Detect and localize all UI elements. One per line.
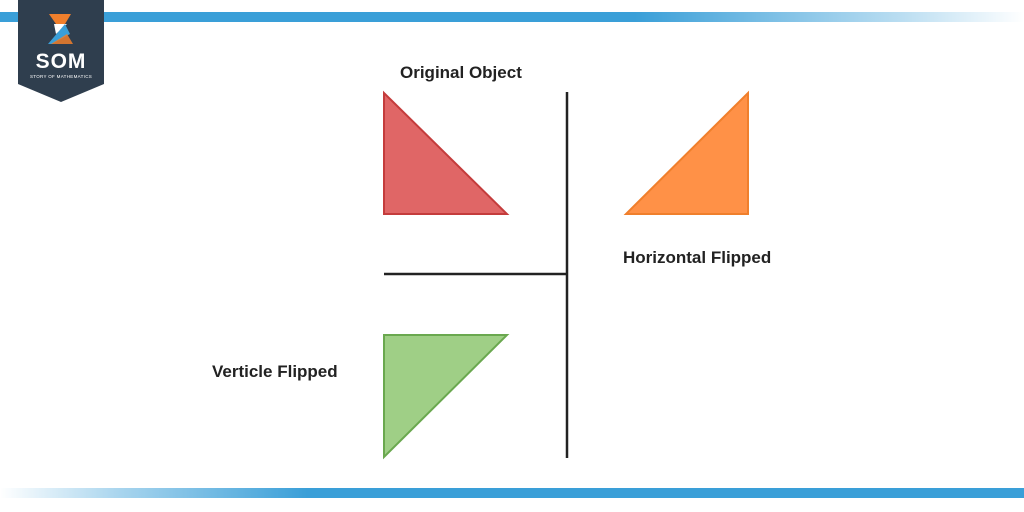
logo-badge-shape xyxy=(18,0,104,102)
original-object-label: Original Object xyxy=(400,63,522,82)
bottom-accent-bar xyxy=(0,488,1024,498)
vertical-flipped-triangle xyxy=(383,334,510,460)
som-logo: SOM STORY OF MATHEMATICS xyxy=(18,0,104,102)
logo-tagline: STORY OF MATHEMATICS xyxy=(29,74,93,79)
original-triangle xyxy=(383,90,510,215)
horizontal-flipped-triangle xyxy=(623,90,749,215)
vertical-flipped-label: Verticle Flipped xyxy=(212,362,338,381)
top-accent-bar xyxy=(0,12,1024,22)
logo-brand-text: SOM xyxy=(35,50,87,73)
logo-s-icon xyxy=(48,14,73,44)
horizontal-flipped-label: Horizontal Flipped xyxy=(623,248,772,267)
